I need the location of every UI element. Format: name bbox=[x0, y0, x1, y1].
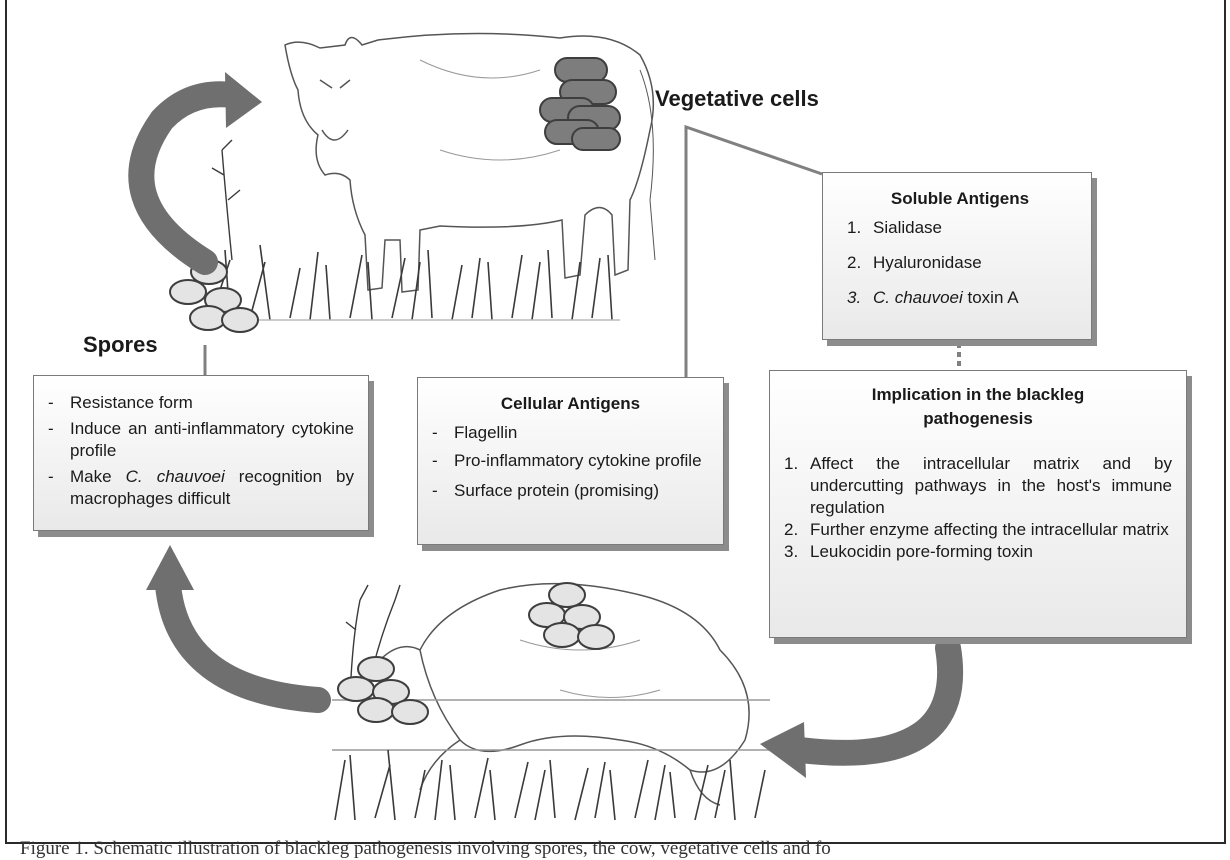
pathogenesis-list: 1. Affect the intracellular matrix and b… bbox=[784, 453, 1172, 563]
figure-frame bbox=[5, 0, 1226, 844]
soluble-antigens-title: Soluble Antigens bbox=[890, 189, 1030, 208]
list-item: - Make C. chauvoei recognition by macrop… bbox=[48, 467, 354, 508]
pathogenesis-title: Implication in the blackleg pathogenesis bbox=[871, 385, 1085, 428]
figure-caption: Figure 1. Schematic illustration of blac… bbox=[20, 838, 831, 859]
cellular-antigens-box: Cellular Antigens - Flagellin - Pro-infl… bbox=[417, 377, 724, 545]
list-item: - Induce an anti-inflammatory cytokine p… bbox=[48, 419, 354, 460]
spores-cluster-ground bbox=[337, 656, 429, 725]
list-item: 3. C. chauvoei toxin A bbox=[847, 288, 1019, 307]
list-item: - Resistance form bbox=[48, 393, 193, 412]
standing-cow-illustration bbox=[284, 32, 656, 293]
arrow-pathogenesis-to-calf bbox=[760, 635, 964, 778]
grass-top bbox=[200, 139, 620, 321]
arrow-spores-to-cow bbox=[128, 72, 262, 275]
connector-lines bbox=[203, 124, 961, 377]
vegetative-rods bbox=[539, 57, 621, 151]
spores-label: Spores bbox=[83, 332, 158, 357]
cellular-antigens-title: Cellular Antigens bbox=[500, 394, 641, 413]
cellular-antigens-list: - Flagellin - Pro-inflammatory cytokine … bbox=[432, 422, 709, 502]
list-item: 2. Further enzyme affecting the intracel… bbox=[784, 520, 1169, 539]
soluble-antigens-list: 1. Sialidase 2. Hyaluronidase 3. C. chau… bbox=[847, 217, 1073, 309]
list-item: - Pro-inflammatory cytokine profile bbox=[432, 451, 702, 470]
arrow-ground-to-spores bbox=[146, 545, 331, 713]
spores-cluster-calf bbox=[528, 582, 615, 650]
spores-properties-list: - Resistance form - Induce an anti-infla… bbox=[48, 392, 354, 510]
pathogenesis-box: Implication in the blackleg pathogenesis… bbox=[769, 370, 1187, 638]
list-item: 1. Sialidase bbox=[847, 218, 942, 237]
list-item: - Flagellin bbox=[432, 423, 518, 442]
spores-properties-box: - Resistance form - Induce an anti-infla… bbox=[33, 375, 369, 531]
list-item: - Surface protein (promising) bbox=[432, 481, 660, 500]
list-item: 3. Leukocidin pore-forming toxin bbox=[784, 542, 1034, 561]
spores-cluster-top bbox=[169, 259, 259, 333]
soluble-antigens-box: Soluble Antigens 1. Sialidase 2. Hyaluro… bbox=[822, 172, 1092, 340]
list-item: 2. Hyaluronidase bbox=[847, 253, 982, 272]
vegetative-cells-label: Vegetative cells bbox=[655, 86, 819, 111]
list-item: 1. Affect the intracellular matrix and b… bbox=[784, 454, 1172, 517]
